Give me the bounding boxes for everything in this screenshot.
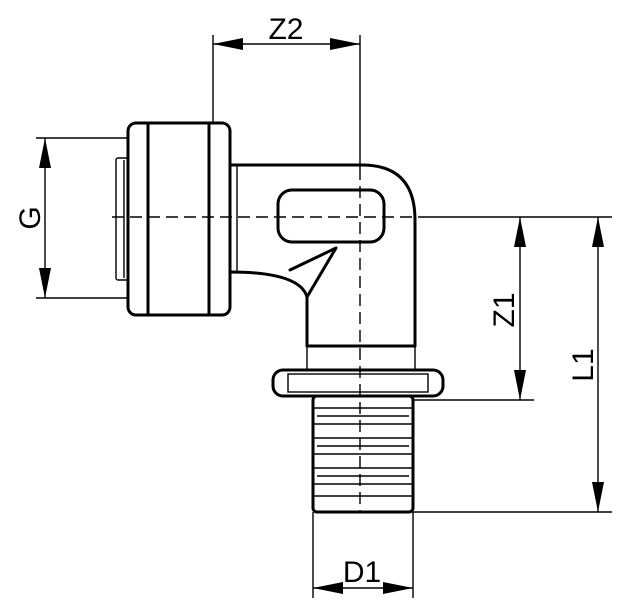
center-lines [112, 168, 420, 512]
flange [271, 368, 445, 398]
z2-dimension: Z2 [213, 13, 360, 50]
g-label: G [14, 206, 47, 229]
d1-dimension: D1 [313, 556, 413, 594]
z2-label: Z2 [268, 13, 303, 46]
z1-label: Z1 [488, 292, 521, 327]
threaded-end [115, 121, 232, 317]
z1-dimension: Z1 [488, 217, 526, 400]
g-dimension: G [14, 138, 51, 298]
l1-dimension: L1 [567, 217, 604, 512]
elbow-body [228, 163, 417, 370]
extension-lines [36, 35, 612, 598]
d1-label: D1 [343, 556, 381, 589]
pipe-insert [311, 394, 415, 514]
l1-label: L1 [567, 348, 600, 381]
